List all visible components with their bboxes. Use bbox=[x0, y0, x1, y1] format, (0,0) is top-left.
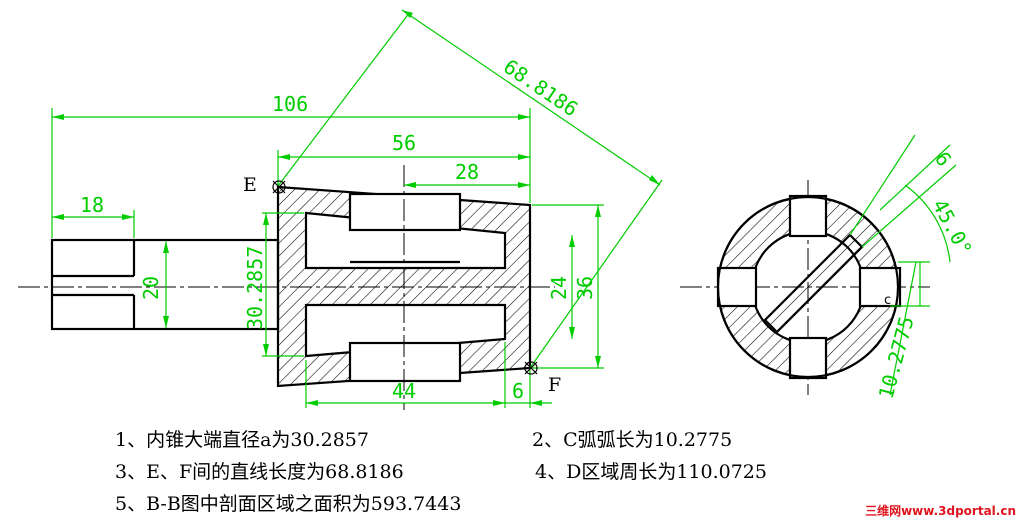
dim-diagonal-ef: 68.8186 bbox=[499, 54, 582, 121]
note-1: 1、内锥大端直径a为30.2857 bbox=[115, 429, 369, 451]
dimensions-right bbox=[849, 134, 957, 396]
note-5: 5、B-B图中剖面区域之面积为593.7443 bbox=[115, 493, 462, 515]
dimension-arrows-left bbox=[52, 10, 660, 406]
dim-slot-width: 24 bbox=[547, 276, 571, 300]
watermark: 三维网www.3dportal.cn bbox=[865, 504, 1016, 518]
dim-bore-length: 28 bbox=[455, 160, 479, 184]
note-2: 2、C弧弧长为10.2775 bbox=[532, 429, 733, 451]
dim-lower-length: 44 bbox=[392, 379, 416, 403]
note-4: 4、D区域周长为110.0725 bbox=[535, 461, 767, 483]
note-3: 3、E、F间的直线长度为68.8186 bbox=[115, 461, 404, 483]
point-markers bbox=[272, 180, 538, 375]
dim-total-length: 106 bbox=[272, 92, 308, 116]
dim-angle: 45.0° bbox=[928, 195, 977, 259]
dim-left-part: 18 bbox=[80, 193, 104, 217]
label-c: c bbox=[884, 293, 891, 308]
dim-shank-dia: 20 bbox=[139, 276, 163, 300]
dim-cone-length: 56 bbox=[392, 131, 416, 155]
dim-rib-width: 6 bbox=[930, 147, 957, 171]
circular-section bbox=[716, 194, 902, 380]
point-f-label: F bbox=[548, 374, 561, 396]
dim-offset: 6 bbox=[512, 379, 524, 403]
dim-inner-dia: 30.2857 bbox=[243, 246, 267, 330]
dimensions-left bbox=[51, 9, 663, 408]
point-e-label: E bbox=[243, 174, 257, 196]
dim-outer-dia: 36 bbox=[573, 276, 597, 300]
